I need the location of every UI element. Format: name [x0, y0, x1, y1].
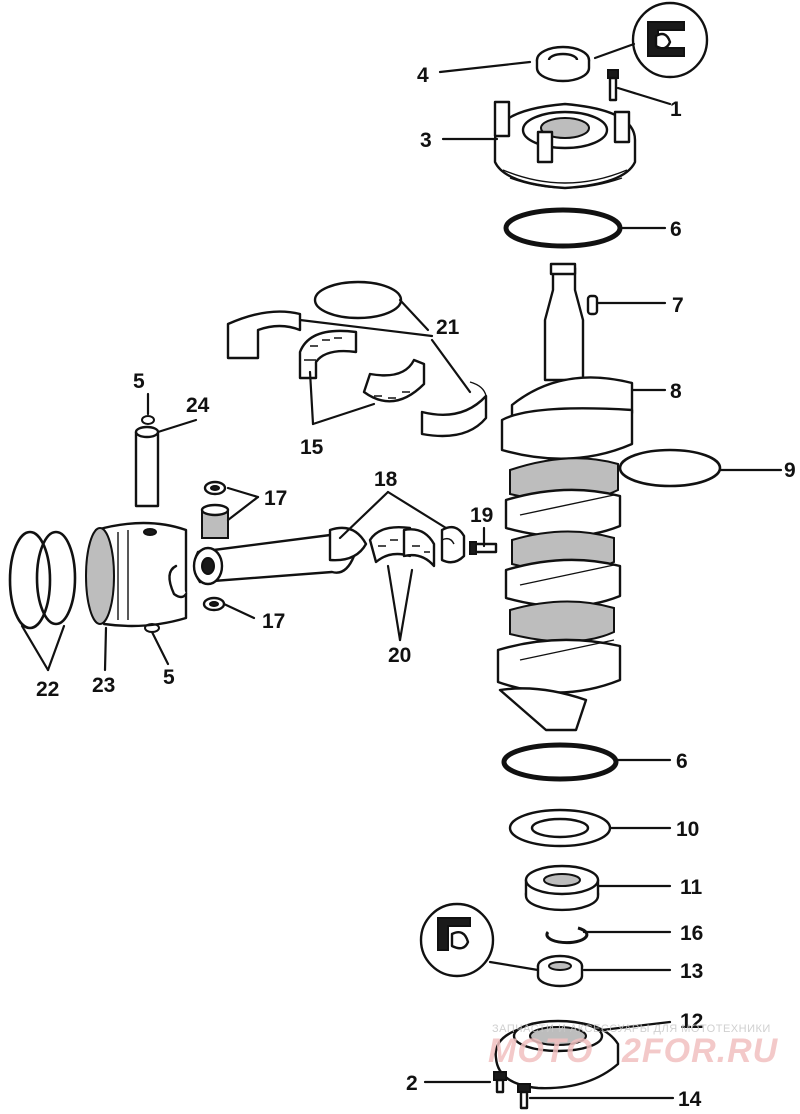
watermark-brand-right: 2FOR.RU: [621, 1032, 779, 1070]
leader-lines: [20, 42, 783, 1100]
seal-ring-9: [618, 448, 722, 488]
lower-oil-seal-13: [536, 954, 584, 988]
screw-2: [493, 1071, 507, 1094]
callout-22: 22: [36, 678, 59, 701]
upper-bearing-housing-3: [493, 100, 637, 190]
site-watermark: ЗАПЧАСТИ И АКСЕССУАРЫ ДЛЯ МОТОТЕХНИКИ MO…: [488, 1023, 779, 1070]
callout-21: 21: [436, 316, 460, 339]
woodruff-key-7: [586, 294, 599, 316]
callout-2: 2: [406, 1072, 418, 1095]
thrust-washer-17-upper: [203, 480, 227, 496]
oil-seal-4: [535, 45, 591, 83]
connecting-rod: [192, 526, 368, 586]
piston-23: [85, 521, 188, 628]
bearing-retainer-21: [226, 280, 488, 438]
callout-18: 18: [374, 468, 398, 491]
retaining-ring-16: [545, 926, 589, 945]
seal-detail-inset-bottom: [419, 902, 495, 978]
o-ring-6-lower: [501, 742, 619, 782]
callout-24: 24: [186, 394, 210, 417]
pin-retainer-5-upper: [141, 415, 155, 425]
thrust-washer-17-lower: [202, 596, 226, 612]
callout-8: 8: [670, 380, 682, 403]
callout-10: 10: [676, 818, 699, 841]
piston-rings-22: [8, 530, 77, 630]
o-ring-6-upper: [503, 207, 623, 249]
callout-9: 9: [784, 459, 796, 482]
callout-15: 15: [300, 436, 324, 459]
callout-13: 13: [680, 960, 703, 983]
screw-1: [607, 69, 619, 102]
callout-11: 11: [680, 876, 703, 899]
callout-23: 23: [92, 674, 115, 697]
callout-1: 1: [670, 98, 682, 121]
watermark-tagline: ЗАПЧАСТИ И АКСЕССУАРЫ ДЛЯ МОТОТЕХНИКИ: [492, 1023, 771, 1035]
callout-4: 4: [417, 64, 429, 87]
needle-bearing-cage-15: [298, 329, 426, 403]
retainer-plate-10: [508, 808, 612, 848]
wrist-pin-24: [134, 425, 160, 508]
callout-6-lower: 6: [676, 750, 688, 773]
callout-19: 19: [470, 504, 493, 527]
ball-bearing-11: [524, 864, 600, 912]
callout-5-upper: 5: [133, 370, 145, 393]
watermark-brand-left: MOTO: [488, 1032, 593, 1070]
callout-5-lower: 5: [163, 666, 175, 689]
needle-bearing: [200, 503, 230, 539]
callout-14: 14: [678, 1088, 702, 1111]
lower-bearing-housing-12: [494, 1019, 620, 1090]
callout-3: 3: [420, 129, 432, 152]
callout-20: 20: [388, 644, 411, 667]
callout-16: 16: [680, 922, 703, 945]
crankshaft-8: [496, 262, 634, 732]
callout-17-lower: 17: [262, 610, 285, 633]
callout-7: 7: [672, 294, 684, 317]
rod-cap-18: [440, 525, 466, 564]
callout-17-upper: 17: [264, 487, 287, 510]
callout-12: 12: [680, 1010, 703, 1033]
needle-cage-20: [368, 526, 436, 568]
callout-6-upper: 6: [670, 218, 682, 241]
seal-detail-inset-top: [631, 1, 709, 79]
screw-14: [517, 1083, 531, 1110]
